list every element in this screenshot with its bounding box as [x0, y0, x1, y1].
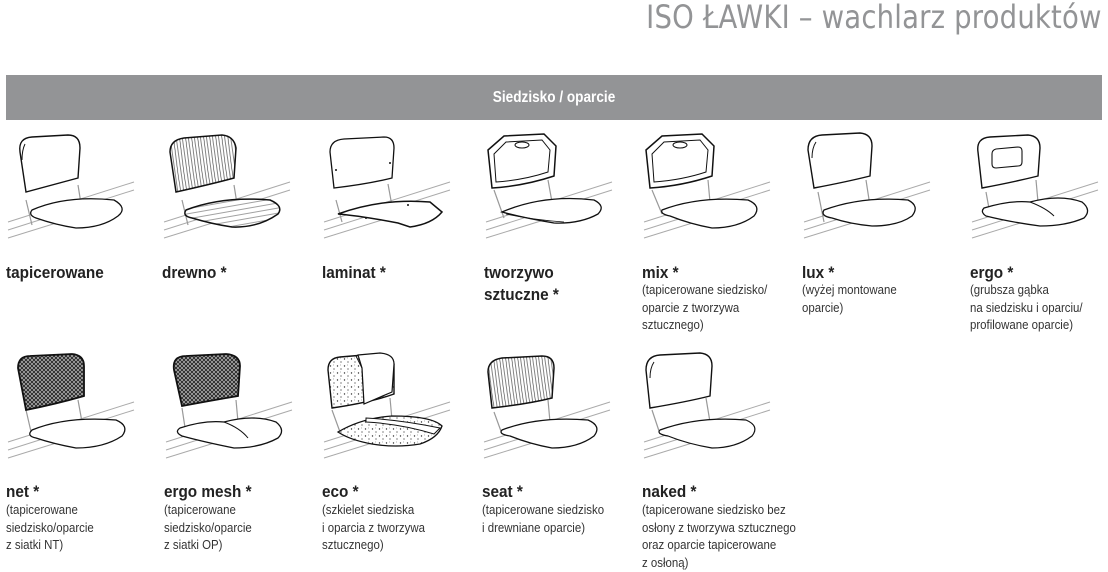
product-card-naked: naked * (tapicerowane siedzisko bez osło…	[642, 350, 802, 572]
chair-eco-icon	[323, 352, 451, 459]
chair-laminate-icon	[323, 136, 451, 239]
chair-naked-icon	[643, 352, 771, 459]
chair-lux-icon	[803, 132, 931, 239]
product-card-lux: lux * (wyżej montowane oparcie)	[802, 130, 962, 340]
product-name: tworzywo	[484, 263, 554, 282]
product-card-eco: eco * (szkielet siedziska i oparcia z tw…	[322, 350, 482, 572]
section-title: Siedzisko / oparcie	[492, 88, 616, 106]
chair-mix-icon	[643, 133, 771, 239]
product-card-tapicerowane: tapicerowane	[6, 130, 166, 340]
product-name: lux *	[802, 263, 835, 282]
chair-plastic-icon	[485, 133, 613, 239]
product-name: laminat *	[322, 263, 386, 282]
product-description: (tapicerowane siedzisko i drewniane opar…	[482, 502, 605, 535]
product-name-line2: sztuczne *	[484, 285, 559, 304]
product-name: tapicerowane	[6, 263, 104, 282]
product-card-seat: seat * (tapicerowane siedzisko i drewnia…	[482, 350, 642, 572]
section-header-bar: Siedzisko / oparcie	[6, 75, 1102, 120]
product-card-mix: mix * (tapicerowane siedzisko/ oparcie z…	[642, 130, 802, 340]
product-description: (tapicerowane siedzisko bez osłony z two…	[642, 502, 796, 570]
product-card-laminat: laminat *	[322, 130, 482, 340]
product-card-drewno: drewno *	[162, 130, 322, 340]
product-card-tworzywo-sztuczne: tworzywo sztuczne *	[484, 130, 644, 340]
chair-upholstered-icon	[7, 134, 135, 239]
chair-ergo-icon	[971, 134, 1099, 239]
product-card-ergo: ergo * (grubsza gąbka na siedzisku i opa…	[970, 130, 1108, 340]
product-name: seat *	[482, 482, 523, 501]
product-name: drewno *	[162, 263, 227, 282]
product-name: ergo *	[970, 263, 1014, 282]
product-description: (szkielet siedziska i oparcia z tworzywa…	[322, 502, 426, 552]
product-name: eco *	[322, 482, 359, 501]
product-name: mix *	[642, 263, 679, 282]
chair-wood-icon	[163, 134, 291, 239]
product-description: (tapicerowane siedzisko/oparcie z siatki…	[6, 502, 94, 552]
product-card-ergo-mesh: ergo mesh * (tapicerowane siedzisko/opar…	[164, 350, 324, 572]
product-description: (grubsza gąbka na siedzisku i oparciu/ p…	[970, 282, 1083, 332]
product-name: ergo mesh *	[164, 482, 252, 501]
product-name: naked *	[642, 482, 697, 501]
page-title: ISO ŁAWKI – wachlarz produktów	[646, 0, 1102, 36]
product-description: (wyżej montowane oparcie)	[802, 282, 897, 315]
product-description: (tapicerowane siedzisko/ oparcie z tworz…	[642, 282, 768, 332]
product-name: net *	[6, 482, 40, 501]
product-card-net: net * (tapicerowane siedzisko/oparcie z …	[6, 350, 166, 572]
product-description: (tapicerowane siedzisko/oparcie z siatki…	[164, 502, 252, 552]
chair-seat-icon	[483, 355, 611, 459]
chair-ergo-mesh-icon	[165, 353, 293, 459]
chair-net-icon	[7, 353, 135, 459]
